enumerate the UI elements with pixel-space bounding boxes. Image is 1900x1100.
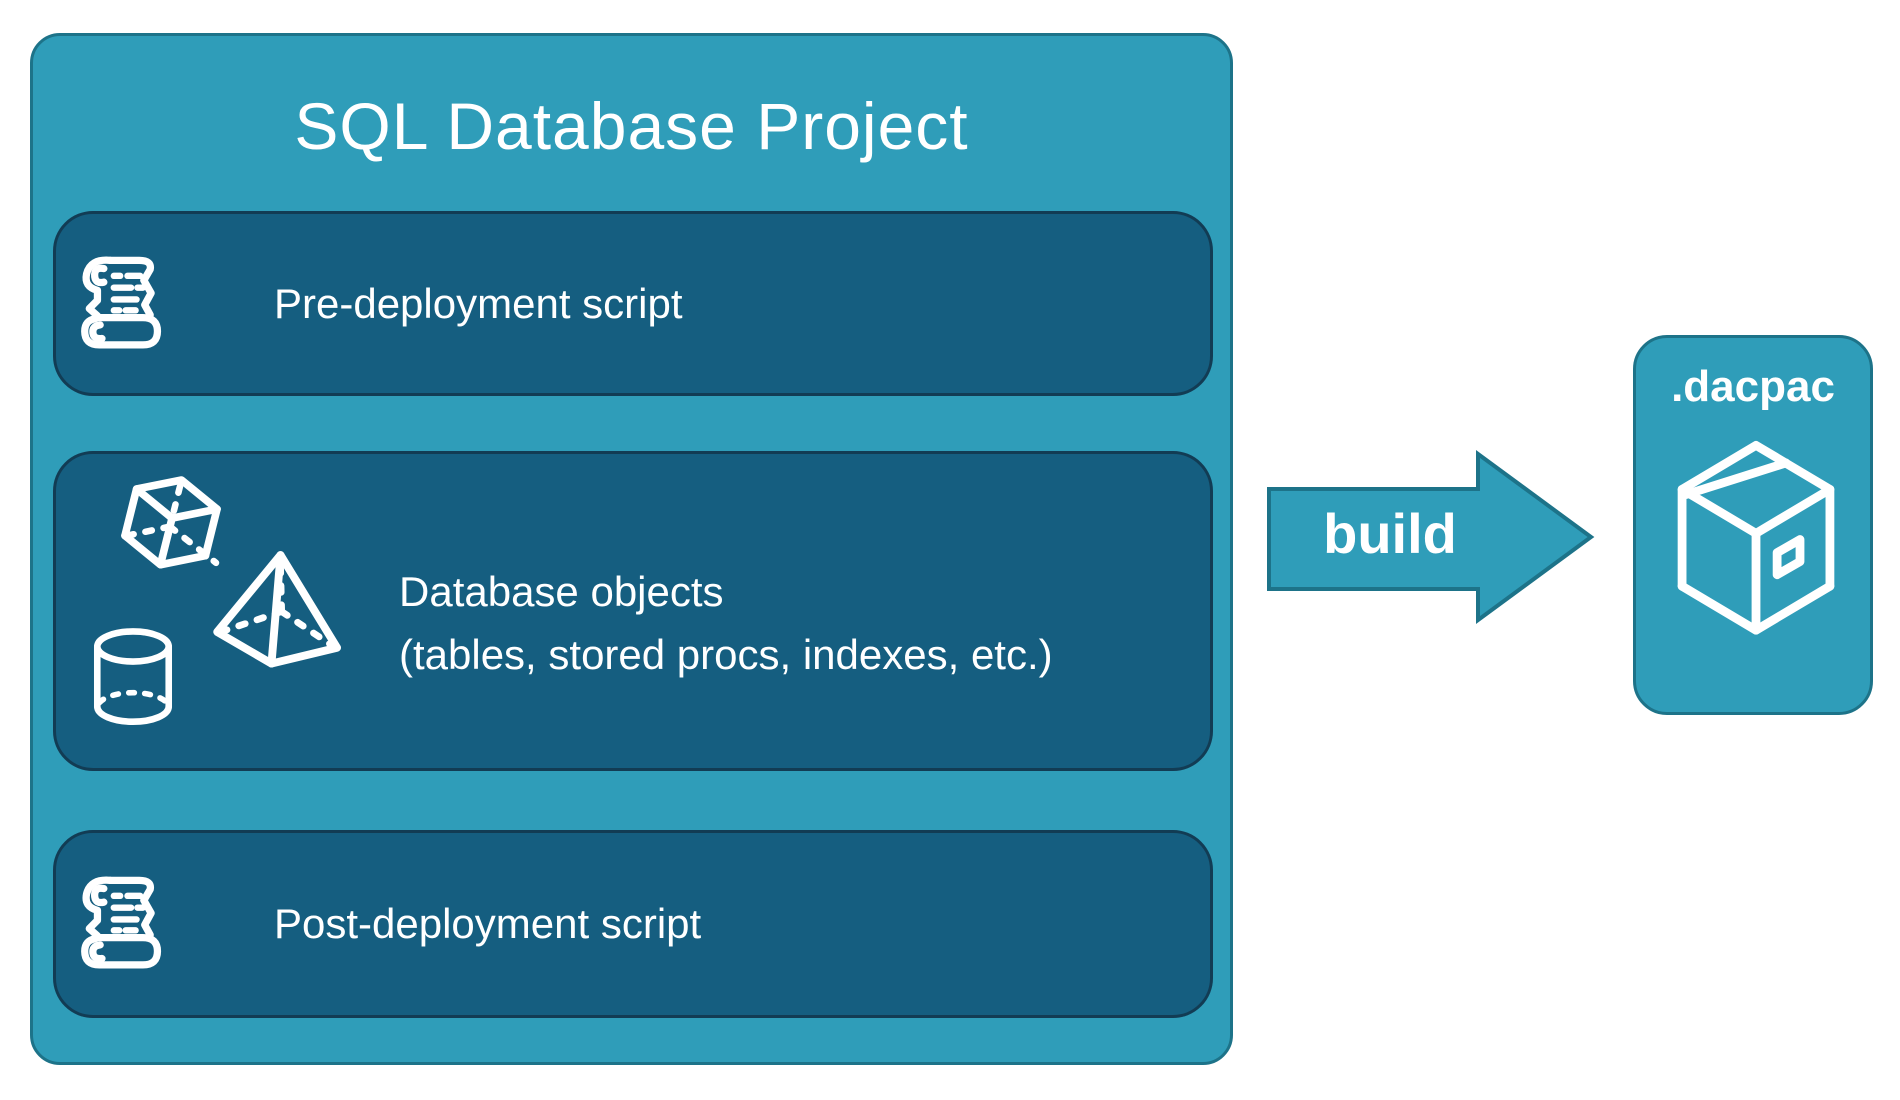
database-objects-label-line1: Database objects [399,568,724,615]
database-objects-icons [56,454,386,768]
post-deployment-script-label: Post-deployment script [274,900,702,947]
package-icon [1668,434,1844,638]
post-deployment-script-panel: Post-deployment script [53,830,1213,1018]
scroll-icon-svg [81,876,162,969]
scroll-icon [72,863,172,985]
cylinder-icon [86,622,180,734]
sql-database-project-container: SQL Database Project [30,33,1233,1065]
database-objects-panel: Database objects (tables, stored procs, … [53,451,1213,771]
dacpac-label: .dacpac [1671,362,1835,411]
cube-icon [111,470,231,590]
dacpac-output-box: .dacpac [1633,335,1873,715]
database-objects-label-line2: (tables, stored procs, indexes, etc.) [399,631,1053,678]
pyramid-icon [206,546,346,676]
right-arrow-icon [1267,450,1595,624]
pyramid-icon-svg [213,551,341,668]
project-title: SQL Database Project [294,89,969,163]
cylinder-icon-svg [93,628,173,725]
database-objects-label: Database objects (tables, stored procs, … [399,560,1053,686]
scroll-icon [72,243,172,365]
pre-deployment-script-panel: Pre-deployment script [53,211,1213,396]
pre-deployment-script-label: Pre-deployment script [274,279,683,327]
scroll-icon-svg [81,256,162,349]
cube-icon-svg [121,476,221,569]
build-arrow-shape [1262,448,1598,624]
package-icon-svg [1677,440,1835,635]
build-label: build [1323,502,1457,565]
